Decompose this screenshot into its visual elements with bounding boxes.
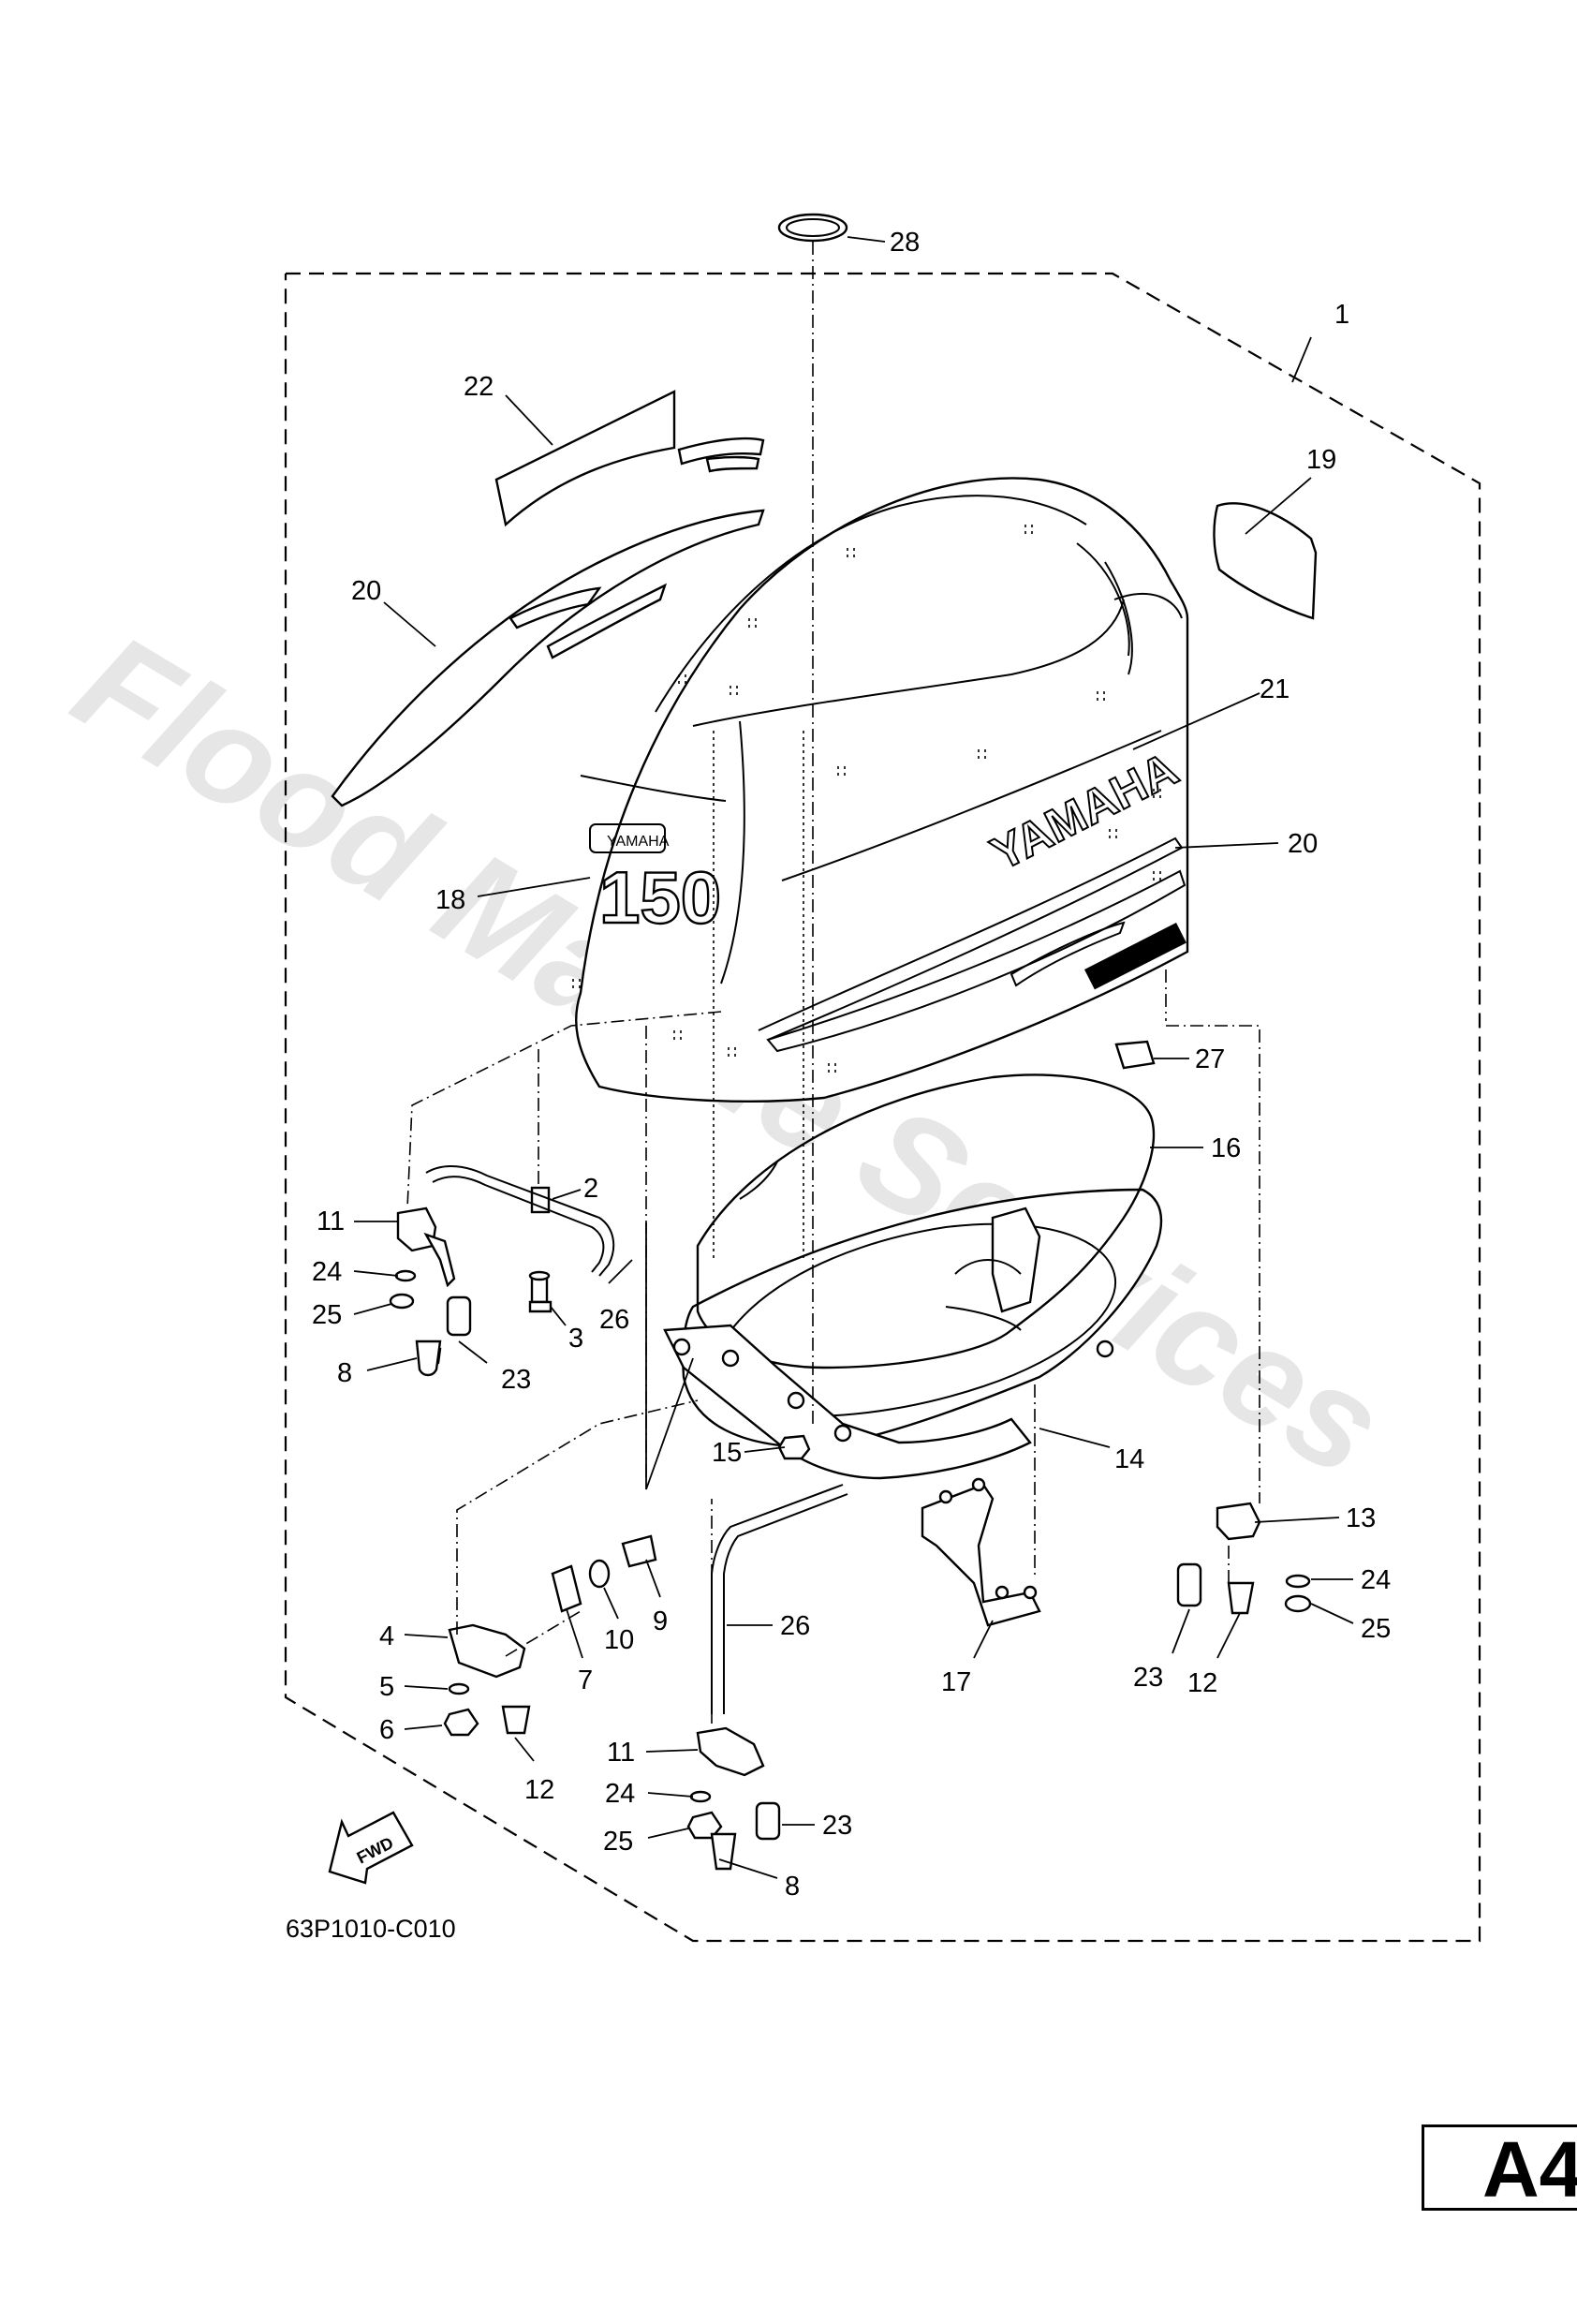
callout-15: 15: [712, 1438, 742, 1468]
callout-3: 3: [568, 1324, 583, 1354]
part-17-stud-4: [1023, 1585, 1038, 1600]
callout-2: 2: [583, 1174, 598, 1204]
callout-25-right: 25: [1361, 1614, 1391, 1644]
callout-22: 22: [464, 372, 494, 402]
cowling-fastener-marks: [572, 525, 1161, 1073]
callout-17: 17: [941, 1667, 971, 1697]
callout-23-lower: 23: [822, 1811, 852, 1841]
part-19-decal: [1213, 502, 1318, 620]
page-label-badge: A4: [1422, 2124, 1577, 2213]
callout-8-lower: 8: [785, 1872, 800, 1902]
part-20-left-slash-2: [546, 583, 668, 659]
callout-20-right: 20: [1288, 829, 1318, 859]
callout-20-left: 20: [351, 576, 381, 606]
part-22-stripe-2: [705, 455, 760, 473]
bottom-cowl-assembly: [663, 1073, 1163, 1480]
callout-21: 21: [1260, 674, 1290, 704]
callout-10: 10: [604, 1625, 634, 1655]
part-17-stud-3: [995, 1585, 1010, 1600]
callout-11-upper: 11: [317, 1206, 345, 1236]
part-22-stripe: [677, 437, 765, 466]
callout-7: 7: [578, 1665, 593, 1695]
callout-5: 5: [379, 1672, 394, 1702]
callout-24-right: 24: [1361, 1565, 1391, 1595]
callout-26-lower: 26: [780, 1611, 810, 1641]
callout-25-lower: 25: [603, 1827, 633, 1857]
callout-9: 9: [653, 1606, 668, 1636]
callout-1: 1: [1334, 300, 1349, 330]
part-28-grommet-inner: [786, 218, 840, 237]
callout-23-right: 23: [1133, 1663, 1163, 1693]
callout-12-left: 12: [524, 1775, 554, 1805]
callout-4: 4: [379, 1621, 394, 1651]
part-26-hose-lower: [711, 1484, 844, 1714]
callout-6: 6: [379, 1715, 394, 1745]
part-26-hose-upper: [425, 1165, 615, 1277]
callout-18: 18: [435, 885, 465, 915]
callout-28: 28: [890, 228, 920, 258]
four-stroke-badge: [1084, 923, 1186, 990]
decal-150-brand: YAMAHA: [607, 834, 670, 850]
part-8-grommet-left: [415, 1340, 442, 1377]
assembly-boundary: [284, 272, 1481, 1943]
part-27-clip: [1114, 1040, 1156, 1070]
callout-8-upper: 8: [337, 1358, 352, 1388]
fwd-arrow-icon: FWD: [328, 1811, 414, 1885]
drawing-code: 63P1010-C010: [286, 1915, 456, 1943]
callout-11-lower: 11: [607, 1738, 635, 1768]
callout-13: 13: [1346, 1503, 1376, 1533]
lower-left-hardware: [443, 1534, 657, 1737]
part-17-bracket: [921, 1483, 1041, 1627]
part-22-decal: [494, 390, 676, 527]
part-17-stud-2: [971, 1477, 986, 1492]
decal-150: YAMAHA 150: [589, 823, 722, 940]
callout-12-right: 12: [1187, 1668, 1217, 1698]
callouts: 1 2 3 4 5 6 7 8 8 9 10 11 11 12 12 13 14: [312, 228, 1391, 1902]
assembly-lines: [406, 242, 1260, 1724]
part-13-joint: [1176, 1502, 1312, 1615]
callout-24-lower: 24: [605, 1779, 635, 1809]
part-20-left-decal: [331, 509, 765, 807]
callout-24-upper: 24: [312, 1257, 342, 1287]
part-17-stud-1: [938, 1489, 953, 1504]
page-label: A4: [1482, 2125, 1577, 2213]
part-20-left-slash-1: [508, 586, 602, 629]
callout-23-upper: 23: [501, 1365, 531, 1395]
callout-19: 19: [1306, 445, 1336, 475]
top-cowling: YAMAHA YAMAHA 150: [572, 477, 1189, 1103]
callout-27: 27: [1195, 1044, 1225, 1074]
part-11-lower-joint: [686, 1726, 781, 1871]
callout-14: 14: [1114, 1444, 1144, 1474]
callout-16: 16: [1211, 1133, 1241, 1163]
decal-150-number: 150: [599, 856, 721, 939]
callout-25-upper: 25: [312, 1300, 342, 1330]
callout-26-upper: 26: [599, 1305, 629, 1335]
part-2-3-hardware: [528, 1186, 553, 1313]
